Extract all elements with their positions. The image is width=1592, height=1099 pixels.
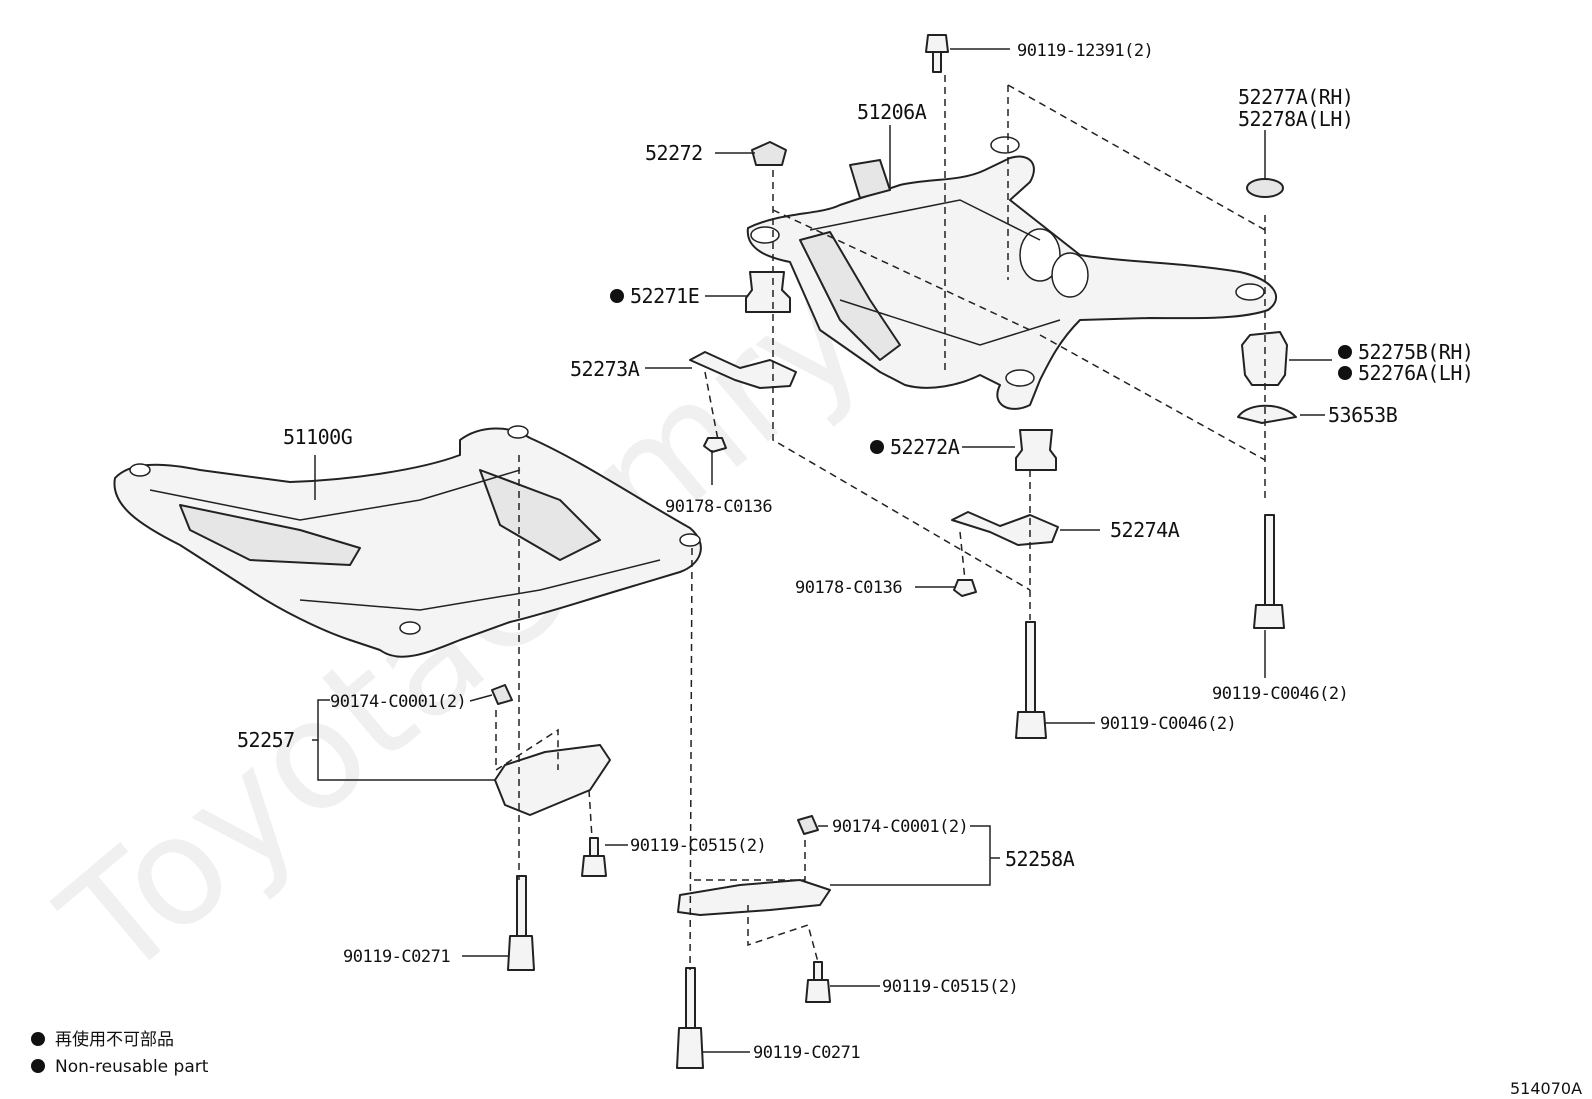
label-90119-C0046-b: 90119-C0046(2) — [1100, 714, 1236, 734]
legend-text-en: Non-reusable part — [55, 1057, 209, 1077]
non-reusable-mark-52275B — [1338, 345, 1352, 359]
label-52273A: 52273A — [570, 357, 640, 381]
label-90174-C0001-a: 90174-C0001(2) — [330, 692, 466, 712]
leader-lines — [312, 48, 1332, 1053]
label-90119-C0515-a: 90119-C0515(2) — [630, 836, 766, 856]
bolt-90119-C0046-b-icon — [1015, 621, 1047, 739]
label-90178-C0136-a: 90178-C0136 — [665, 497, 772, 517]
label-52272: 52272 — [645, 141, 703, 165]
label-90178-C0136-b: 90178-C0136 — [795, 578, 902, 598]
non-reusable-mark-52271E — [610, 289, 624, 303]
label-52278A: 52278A(LH) — [1238, 107, 1353, 131]
legend-bullet-2 — [31, 1059, 45, 1073]
bolt-90119-C0271-b-icon — [676, 967, 704, 1069]
bolt-90119-C0271-a-icon — [507, 875, 535, 971]
bolt-90119-C0046-a-icon — [1253, 514, 1285, 629]
bracket-52273A-icon — [689, 351, 797, 389]
stopper-52277A-icon — [1246, 178, 1284, 198]
bushing-52271E-icon — [745, 271, 791, 313]
label-52258A: 52258A — [1005, 847, 1075, 871]
bolt-90119-12391-icon — [925, 34, 949, 73]
label-51206A: 51206A — [857, 100, 927, 124]
label-90119-C0271-a: 90119-C0271 — [343, 947, 450, 967]
label-90174-C0001-b: 90174-C0001(2) — [832, 817, 968, 837]
label-52271E: 52271E — [630, 284, 699, 308]
label-52257: 52257 — [237, 728, 295, 752]
nut-90178-C0136-b-icon — [953, 579, 977, 597]
bolt-90119-C0515-b-icon — [805, 961, 831, 1003]
label-90119-C0515-b: 90119-C0515(2) — [882, 977, 1018, 997]
legend-bullet-1 — [31, 1032, 45, 1046]
alignment-lines — [495, 75, 1266, 971]
brace-52257-icon — [491, 684, 611, 816]
bolt-90119-C0515-a-icon — [581, 837, 607, 877]
legend: 再使用不可部品 Non-reusable part — [31, 1029, 209, 1077]
brace-52258A-icon — [677, 815, 831, 916]
stopper-52272-icon — [751, 141, 787, 166]
bushing-52275B-icon — [1241, 331, 1288, 386]
label-52272A: 52272A — [890, 435, 960, 459]
label-52276A: 52276A(LH) — [1358, 361, 1473, 385]
label-53653B: 53653B — [1328, 403, 1398, 427]
label-51100G: 51100G — [283, 425, 352, 449]
washer-53653B-icon — [1237, 404, 1297, 424]
part-labels: 90119-12391(2) 51206A 52277A(RH) 52278A(… — [237, 41, 1474, 1063]
label-52274A: 52274A — [1110, 518, 1180, 542]
bushing-52272A-icon — [1015, 429, 1057, 471]
label-90119-12391: 90119-12391(2) — [1017, 41, 1153, 61]
label-90119-C0046-a: 90119-C0046(2) — [1212, 684, 1348, 704]
rear-subframe-51206A — [746, 136, 1278, 410]
bracket-52274A-icon — [951, 511, 1059, 546]
label-52277A: 52277A(RH) — [1238, 85, 1353, 109]
label-52275B: 52275B(RH) — [1358, 340, 1473, 364]
front-subframe-51100G — [113, 425, 702, 658]
label-90119-C0271-b: 90119-C0271 — [753, 1043, 860, 1063]
non-reusable-mark-52272A — [870, 440, 884, 454]
diagram-code: 514070A — [1510, 1079, 1582, 1098]
legend-text-jp: 再使用不可部品 — [55, 1029, 174, 1050]
nut-90178-C0136-a-icon — [703, 437, 727, 453]
non-reusable-mark-52276A — [1338, 366, 1352, 380]
